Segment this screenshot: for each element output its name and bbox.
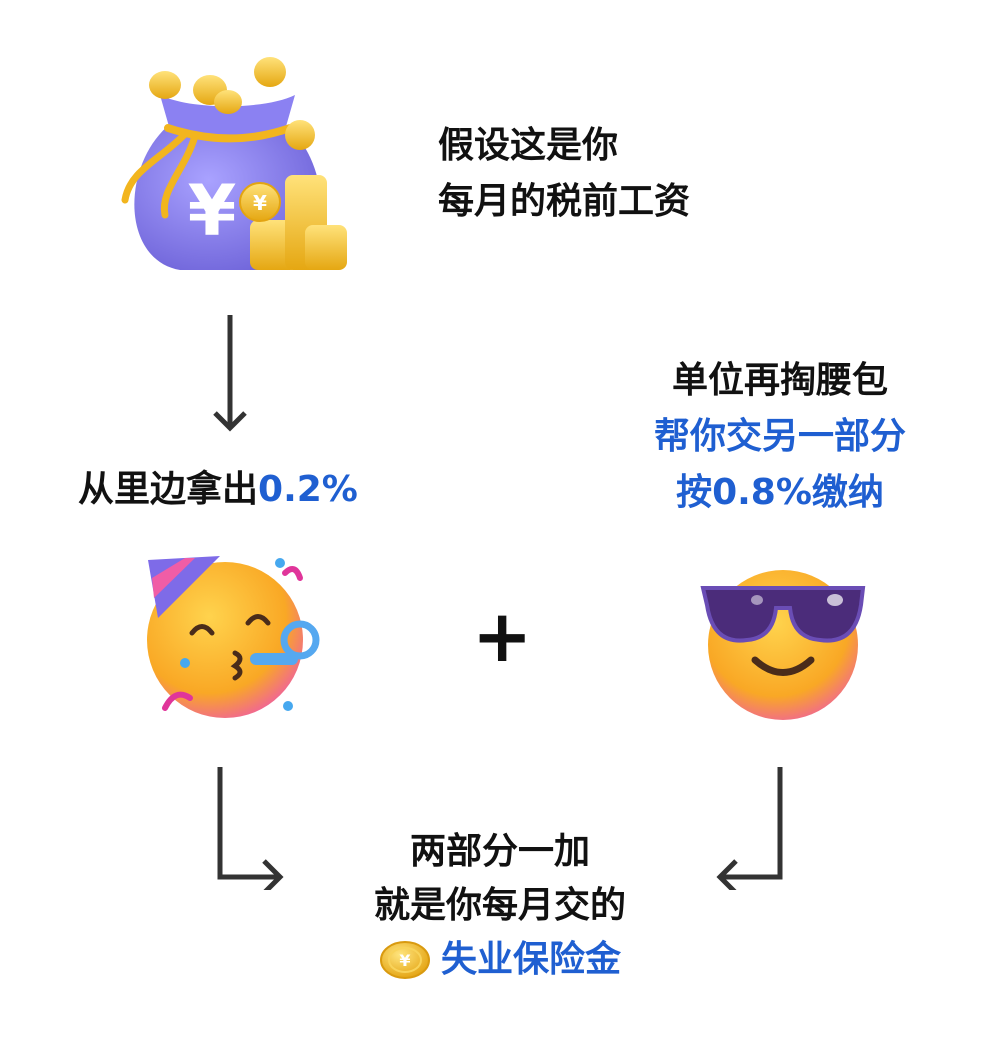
coin-icon: ¥: [379, 941, 430, 979]
result-line-3: 失业保险金: [440, 939, 621, 980]
result-line-3-row: ¥ 失业保险金: [330, 933, 670, 998]
salary-caption: 假设这是你 每月的税前工资: [438, 118, 690, 230]
result-line-1: 两部分一加: [409, 831, 590, 872]
employer-caption: 单位再掏腰包 帮你交另一部分 按0.8%缴纳: [610, 353, 950, 521]
svg-text:¥: ¥: [188, 170, 237, 252]
result-line-2: 就是你每月交的: [373, 885, 626, 926]
employer-line-2: 帮你交另一部分: [653, 416, 906, 457]
money-bag-icon: ¥ ¥: [121, 57, 347, 270]
svg-text:¥: ¥: [253, 191, 267, 215]
employer-line-3-prefix: 按: [676, 472, 713, 513]
employer-line-1: 单位再掏腰包: [671, 360, 888, 401]
employer-rate: 0.8%: [712, 472, 812, 513]
employer-line-3: 按0.8%缴纳: [610, 465, 950, 521]
elbow-arrow-left-icon: [716, 767, 783, 890]
plus-sign: +: [472, 594, 533, 678]
result-caption: 两部分一加 就是你每月交的 ¥ 失业保险金: [330, 825, 670, 998]
elbow-arrow-right-icon: [217, 767, 284, 890]
employer-line-3-suffix: 缴纳: [811, 472, 884, 513]
partying-face-icon: [147, 556, 320, 718]
employee-caption: 从里边拿出0.2%: [78, 462, 358, 518]
salary-line-2: 每月的税前工资: [438, 181, 691, 222]
sunglasses-face-icon: [700, 570, 866, 720]
employee-text: 从里边拿出: [78, 469, 259, 510]
down-arrow-icon: [213, 315, 247, 432]
employee-rate: 0.2%: [258, 469, 358, 510]
salary-line-1: 假设这是你: [438, 125, 619, 166]
svg-text:¥: ¥: [399, 951, 410, 970]
